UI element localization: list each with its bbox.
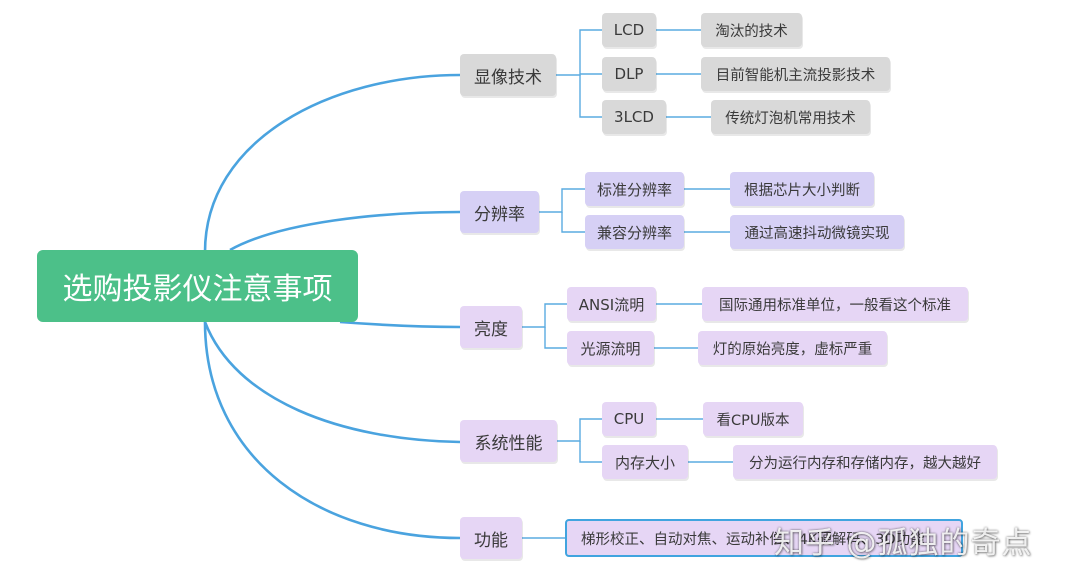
watermark: 知乎 @孤独的奇点	[774, 526, 1033, 561]
note-memory-size[interactable]: 分为运行内存和存储内存，越大越好	[733, 445, 997, 479]
link-resolution-compat	[561, 212, 585, 233]
note-ansi-lumens[interactable]: 国际通用标准单位，一般看这个标准	[702, 287, 968, 321]
topic-resolution[interactable]: 分辨率	[460, 191, 539, 233]
link-system-cpu	[557, 418, 602, 442]
item-standard-resolution[interactable]: 标准分辨率	[585, 172, 684, 206]
item-lcd[interactable]: LCD	[602, 13, 656, 47]
item-ansi-lumens[interactable]: ANSI流明	[567, 287, 656, 321]
note-source-lumens[interactable]: 灯的原始亮度，虚标严重	[698, 331, 887, 365]
root-topic[interactable]: 选购投影仪注意事项	[37, 250, 358, 322]
main-branch-display-tech	[203, 73, 461, 253]
topic-system-performance[interactable]: 系统性能	[460, 420, 557, 462]
item-compatible-resolution[interactable]: 兼容分辨率	[585, 215, 684, 249]
note-lcd[interactable]: 淘汰的技术	[701, 13, 802, 47]
main-branch-brightness	[339, 320, 461, 329]
item-3lcd[interactable]: 3LCD	[602, 100, 666, 134]
item-dlp[interactable]: DLP	[602, 57, 656, 91]
link-resolution-standard	[539, 188, 585, 213]
main-branch-function	[203, 321, 461, 540]
item-source-lumens[interactable]: 光源流明	[567, 331, 654, 365]
link-display-tech-3lcd	[579, 75, 602, 118]
main-branch-resolution	[229, 210, 461, 252]
item-feature-list[interactable]: 梯形校正、自动对焦、运动补偿、4K硬解码、3D功能	[565, 519, 963, 557]
topic-display-tech[interactable]: 显像技术	[460, 54, 556, 96]
link-brightness-source	[544, 327, 567, 349]
note-3lcd[interactable]: 传统灯泡机常用技术	[711, 100, 870, 134]
note-dlp[interactable]: 目前智能机主流投影技术	[701, 57, 890, 91]
main-branch-system	[203, 321, 461, 444]
item-memory-size[interactable]: 内存大小	[602, 445, 688, 479]
link-brightness-ansi	[522, 303, 567, 328]
note-cpu[interactable]: 看CPU版本	[703, 402, 803, 436]
note-standard-resolution[interactable]: 根据芯片大小判断	[730, 172, 874, 206]
note-compatible-resolution[interactable]: 通过高速抖动微镜实现	[730, 215, 904, 249]
topic-features[interactable]: 功能	[460, 517, 522, 559]
link-system-memory	[579, 441, 602, 463]
topic-brightness[interactable]: 亮度	[460, 306, 522, 348]
item-cpu[interactable]: CPU	[602, 402, 656, 436]
link-display-tech-lcd	[556, 29, 602, 76]
